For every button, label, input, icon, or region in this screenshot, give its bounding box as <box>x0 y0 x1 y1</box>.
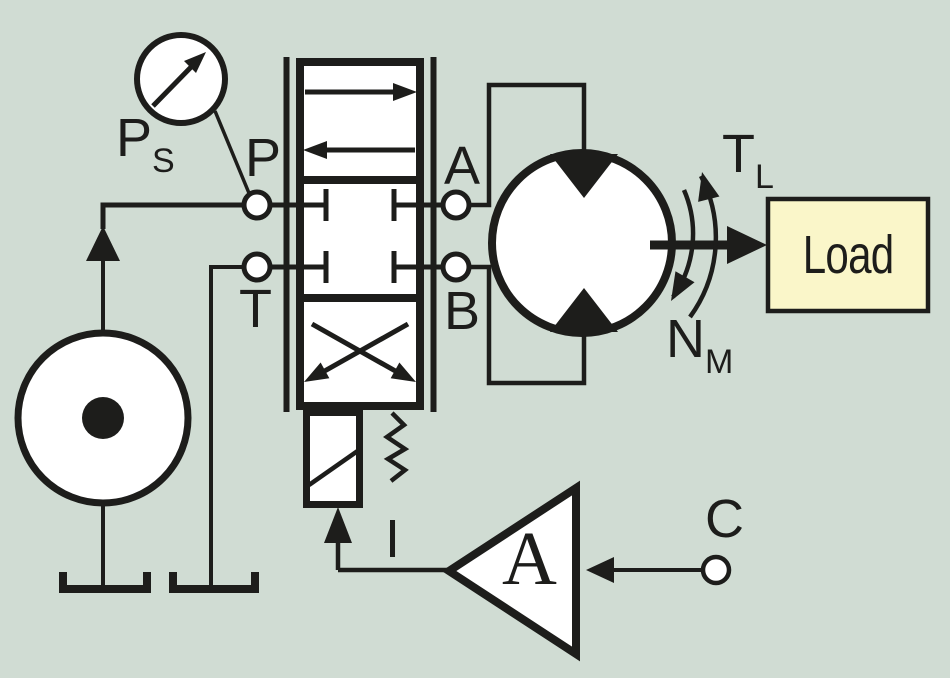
port-a-label: A <box>444 136 480 196</box>
pump-icon <box>14 329 192 589</box>
pressure-gauge-icon <box>134 32 228 126</box>
port-p-circle <box>241 189 273 221</box>
rotation-arrows-icon <box>671 172 720 319</box>
supply-pressure-label: PS <box>116 108 175 178</box>
supply-pressure-main: P <box>116 108 152 168</box>
valve-right-bar <box>430 57 437 412</box>
gauge-connector-line <box>213 110 253 199</box>
port-t-circle <box>241 251 273 283</box>
amplifier-label: A <box>502 517 557 601</box>
valve-envelope <box>296 58 424 410</box>
amplifier-triangle-icon <box>441 480 580 662</box>
spring-icon <box>383 411 410 483</box>
motor-speed-label: NM <box>666 309 733 379</box>
tank-return-line <box>209 265 244 589</box>
port-b-label: B <box>444 281 480 341</box>
command-label: C <box>705 489 744 549</box>
solenoid-drive-line <box>324 507 448 573</box>
flow-direction-arrow-icon <box>86 226 120 261</box>
port-t-label: T <box>239 279 272 339</box>
work-line-a <box>470 82 587 208</box>
load-label: Load <box>802 225 894 285</box>
load-torque-label: TL <box>722 124 774 194</box>
load-torque-sub: L <box>755 158 774 196</box>
current-label: I <box>385 509 400 569</box>
proportional-valve-icon <box>241 57 472 412</box>
motor-speed-sub: M <box>705 343 733 381</box>
load-torque-main: T <box>722 124 755 184</box>
port-p-label: P <box>245 128 281 188</box>
port-a-circle <box>440 189 472 221</box>
load-label-area: Load <box>768 199 928 311</box>
hydraulic-motor-icon <box>488 149 676 337</box>
command-input-line <box>586 554 732 586</box>
load-box <box>765 196 931 314</box>
valve-left-bar <box>283 57 290 412</box>
tank-right-icon <box>169 572 259 593</box>
tank-left-icon <box>59 572 151 593</box>
supply-line <box>86 202 244 334</box>
proportional-solenoid-icon <box>303 409 363 508</box>
port-b-circle <box>440 251 472 283</box>
command-node-circle <box>700 554 732 586</box>
motor-speed-main: N <box>666 309 705 369</box>
supply-pressure-sub: S <box>152 142 175 180</box>
work-line-b <box>470 264 587 386</box>
